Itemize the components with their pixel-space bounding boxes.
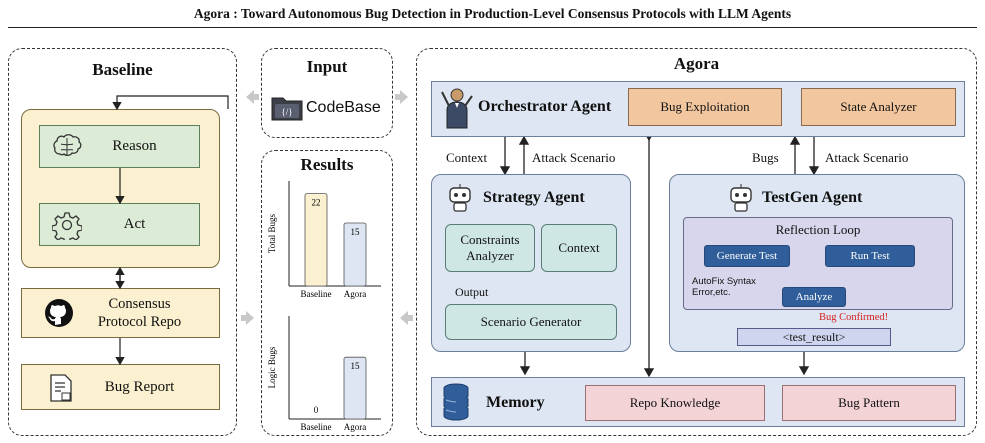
database-icon: [442, 382, 470, 427]
results-heading: Results: [300, 155, 354, 174]
chart-y-label: Logic Bugs: [267, 346, 277, 388]
memory-label: Memory: [486, 394, 545, 411]
chart-tick-label: Agora: [344, 289, 367, 299]
repo-label: Consensus Protocol Repo: [98, 295, 181, 331]
conductor-icon: [440, 86, 474, 135]
brain-icon: [52, 132, 82, 166]
context-flow-label: Context: [446, 150, 488, 165]
baseline-to-results-arrow: [241, 311, 254, 325]
codebase-label: CodeBase: [306, 99, 381, 116]
analyze-box: Analyze: [782, 287, 846, 307]
bug-report-box: Bug Report: [21, 364, 220, 410]
act-box: Act: [39, 203, 200, 246]
repo-label-line1: Consensus: [108, 296, 171, 312]
reason-box: Reason: [39, 125, 200, 168]
gear-icon: [51, 210, 83, 244]
strategy-agent-title: Strategy Agent: [483, 189, 585, 206]
attack-scenario-right-label: Attack Scenario: [825, 150, 909, 165]
chart-bar-agora: [343, 356, 367, 420]
autofix-label: AutoFix Syntax Error,etc.: [692, 276, 756, 298]
repo-knowledge-box: Repo Knowledge: [585, 385, 765, 421]
document-icon: [48, 373, 74, 408]
constraints-line1: Constraints: [460, 232, 520, 247]
input-to-baseline-arrow: [246, 90, 259, 104]
input-heading: Input: [306, 57, 348, 76]
autofix-line1: AutoFix Syntax: [692, 276, 756, 287]
chart-tick-label: Baseline: [301, 422, 332, 432]
chart-tick-label: Agora: [344, 422, 367, 432]
bug-exploitation-box: Bug Exploitation: [628, 88, 782, 126]
scenario-generator-box: Scenario Generator: [445, 304, 617, 340]
robot-icon: [446, 182, 474, 217]
folder-code-icon: {/}: [270, 93, 304, 128]
output-label: Output: [455, 285, 489, 299]
run-test-box: Run Test: [825, 245, 915, 267]
loop-feedback-arrow: [112, 95, 229, 111]
chart-value-label: 15: [351, 227, 361, 237]
chart-bar-agora: [343, 222, 367, 287]
agora-heading: Agora: [673, 54, 720, 73]
bug-report-label: Bug Report: [104, 378, 175, 395]
autofix-line2: Error,etc.: [692, 287, 731, 298]
generate-test-box: Generate Test: [704, 245, 790, 267]
bug-pattern-box: Bug Pattern: [782, 385, 956, 421]
reflection-loop-label: Reflection Loop: [775, 222, 861, 237]
input-panel: [261, 48, 393, 138]
orchestrator-label: Orchestrator Agent: [478, 98, 612, 115]
bugs-flow-label: Bugs: [752, 150, 779, 165]
chart-value-label: 22: [312, 198, 321, 208]
chart-value-label: 15: [351, 361, 361, 371]
repo-box: Consensus Protocol Repo: [21, 288, 220, 338]
chart-value-label: 0: [314, 405, 319, 415]
github-icon: [44, 298, 74, 333]
agora-panel: [416, 48, 977, 436]
bug-confirmed-label: Bug Confirmed!: [819, 312, 889, 323]
test-result-box: <test_result>: [737, 328, 891, 346]
title-rule: [8, 27, 977, 28]
chart-y-label: Total Bugs: [267, 213, 277, 253]
agora-to-results-arrow: [400, 311, 413, 325]
state-analyzer-box: State Analyzer: [801, 88, 956, 126]
attack-scenario-left-label: Attack Scenario: [532, 150, 616, 165]
constraints-line2: Analyzer: [466, 248, 514, 263]
repo-label-line2: Protocol Repo: [97, 314, 182, 330]
testgen-agent-title: TestGen Agent: [762, 189, 863, 206]
svg-text:{/}: {/}: [281, 107, 292, 117]
input-to-agora-arrow: [395, 90, 408, 104]
results-panel: [261, 150, 393, 436]
robot-icon: [727, 182, 755, 217]
chart-bar-baseline: [304, 193, 328, 287]
act-label: Act: [123, 216, 146, 232]
baseline-panel: [8, 48, 237, 436]
reason-label: Reason: [112, 138, 157, 154]
strategy-context-box: Context: [541, 224, 617, 272]
chart-tick-label: Baseline: [301, 289, 332, 299]
figure-title: Agora : Toward Autonomous Bug Detection …: [193, 6, 792, 21]
baseline-heading: Baseline: [92, 60, 153, 79]
